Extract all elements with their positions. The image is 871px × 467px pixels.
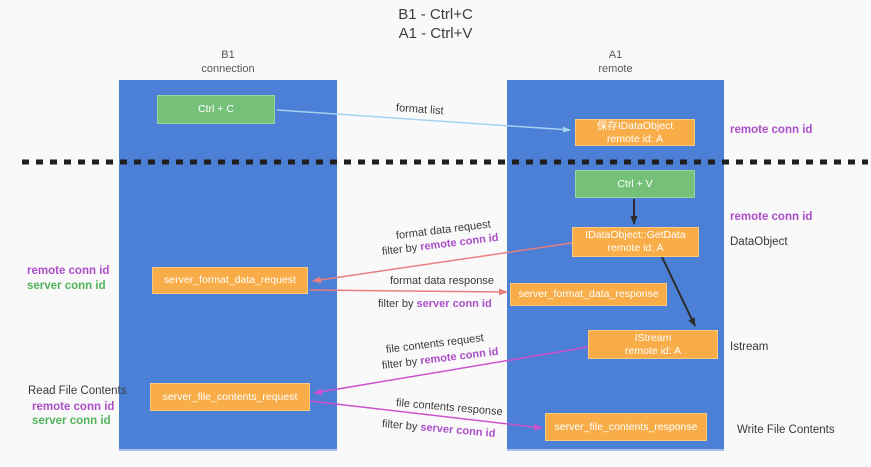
diagram-title-line2: A1 - Ctrl+V <box>398 25 473 42</box>
lane-header-a1-bottom: remote <box>598 63 633 75</box>
node-server-file-contents-request[interactable]: server_file_contents_request <box>150 383 310 411</box>
node-server-format-data-response[interactable]: server_format_data_response <box>510 283 667 306</box>
lane-header-a1-top: A1 <box>608 49 623 61</box>
filter-by-prefix: filter by <box>378 298 417 310</box>
node-istream-line2: remote id: A <box>624 344 682 357</box>
node-server-file-contents-response[interactable]: server_file_contents_response <box>545 413 707 441</box>
diagram-title-line1: B1 - Ctrl+C <box>398 6 473 23</box>
node-save-dataobject[interactable]: 保存IDataObject remote id: A <box>575 119 695 146</box>
label-remote-conn-id-mid: remote conn id <box>730 211 813 223</box>
node-ctrl-c[interactable]: Ctrl + C <box>157 95 275 124</box>
edge-label-format-list: format list <box>395 102 444 118</box>
label-dataobject: DataObject <box>730 236 788 248</box>
filter-by-prefix: filter by <box>381 418 421 434</box>
node-file-response-label: server_file_contents_response <box>554 420 698 433</box>
edge-label-format-data-response: format data response <box>390 275 494 287</box>
node-idataobject-getdata[interactable]: IDataObject::GetData remote id: A <box>572 227 699 257</box>
label-istream: Istream <box>730 341 769 353</box>
edge-label-filter-server-file: filter by server conn id <box>381 418 495 440</box>
filter-by-prefix: filter by <box>381 241 421 258</box>
node-ctrl-v[interactable]: Ctrl + V <box>575 170 695 198</box>
label-left-remote-conn-id-file: remote conn id <box>32 401 115 413</box>
node-format-response-label: server_format_data_response <box>518 288 659 300</box>
node-istream[interactable]: IStream remote id: A <box>588 330 718 359</box>
label-read-file-contents: Read File Contents <box>28 385 127 397</box>
arrow-format-data-response <box>309 288 508 296</box>
lane-header-b1-bottom: connection <box>201 63 255 75</box>
label-left-server-conn-id-format: server conn id <box>27 280 106 292</box>
diagram-title: B1 - Ctrl+C A1 - Ctrl+V <box>0 5 871 43</box>
filter-key-server-conn-id: server conn id <box>419 421 496 440</box>
edge-label-file-contents-response: file contents response <box>395 397 504 419</box>
node-format-request-label: server_format_data_request <box>164 274 296 286</box>
edge-label-filter-server-format: filter by server conn id <box>378 298 492 310</box>
filter-by-prefix: filter by <box>381 355 421 372</box>
node-ctrl-v-label: Ctrl + V <box>617 177 653 190</box>
node-server-format-data-request[interactable]: server_format_data_request <box>152 267 308 294</box>
node-istream-line1: IStream <box>634 331 672 344</box>
lane-header-a1: A1 remote <box>507 48 724 76</box>
label-write-file-contents: Write File Contents <box>737 424 835 436</box>
node-save-dataobject-line2: remote id: A <box>606 132 664 145</box>
node-getdata-line1: IDataObject::GetData <box>585 229 686 241</box>
filter-key-server-conn-id: server conn id <box>416 298 492 310</box>
label-left-server-conn-id-file: server conn id <box>32 415 111 427</box>
node-ctrl-c-label: Ctrl + C <box>198 103 234 115</box>
lane-header-b1: B1 connection <box>119 48 337 76</box>
lane-header-b1-top: B1 <box>221 49 235 61</box>
label-left-remote-conn-id-format: remote conn id <box>27 265 110 277</box>
node-save-dataobject-line1: 保存IDataObject <box>596 119 674 132</box>
node-file-request-label: server_file_contents_request <box>162 390 298 403</box>
node-getdata-line2: remote id: A <box>607 242 664 254</box>
label-remote-conn-id-top: remote conn id <box>730 124 813 136</box>
